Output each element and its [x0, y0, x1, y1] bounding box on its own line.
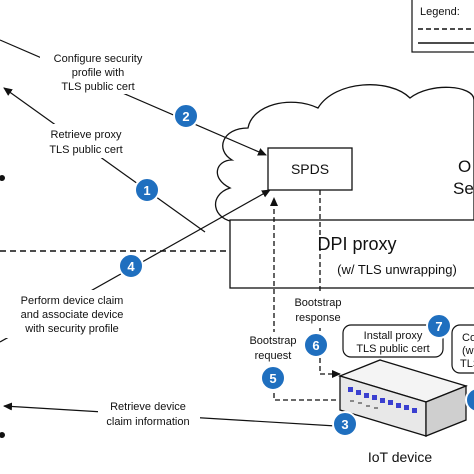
left-edge-dot: [0, 175, 5, 181]
legend: Legend:: [411, 0, 474, 53]
label-retrieve-device-claim-line2: claim information: [106, 416, 189, 428]
spds-box: [267, 147, 353, 191]
badge-1: 1: [134, 177, 160, 203]
label-bootstrap-request: Bootstrap request: [244, 332, 302, 366]
label-retrieve-device-claim-line1: Retrieve device: [110, 401, 186, 413]
right-cut-box-line2: (w: [462, 345, 474, 357]
install-proxy-line1: Install proxy: [364, 330, 423, 342]
dpi-proxy-box: [229, 219, 474, 289]
label-retrieve-proxy-line2: TLS public cert: [49, 144, 122, 156]
dpi-proxy-title: DPI proxy: [317, 234, 396, 254]
badge-4: 4: [118, 253, 144, 279]
cloud-label-line1: O: [458, 157, 471, 176]
badge-5-number: 5: [269, 371, 276, 386]
install-proxy-box: [342, 324, 444, 358]
label-bootstrap-response-line1: Bootstrap: [294, 297, 341, 309]
badge-6-number: 6: [312, 338, 319, 353]
spds-label: SPDS: [291, 161, 329, 177]
badge-7: 7: [426, 313, 452, 339]
label-configure-security-line2: profile with: [72, 67, 125, 79]
label-retrieve-proxy-line1: Retrieve proxy: [51, 129, 122, 141]
cloud-label-line2: Ser: [453, 179, 474, 198]
badge-5: 5: [260, 365, 286, 391]
left-edge-dot-2: [0, 432, 5, 438]
arrow-retrieve-proxy-cert: [3, 87, 206, 233]
badge-partial-right: [465, 387, 474, 413]
badge-4-number: 4: [127, 259, 135, 274]
label-configure-security-line1: Configure security: [54, 53, 143, 65]
arrow-bootstrap-request: [270, 197, 336, 401]
label-bootstrap-request-line2: request: [255, 350, 292, 362]
badge-3-number: 3: [341, 417, 348, 432]
label-perform-device-claim-line1: Perform device claim: [21, 295, 124, 307]
right-cut-box-line3: TLS: [460, 358, 474, 370]
label-retrieve-device-claim: Retrieve device claim information: [98, 398, 200, 432]
badge-3: 3: [332, 411, 358, 437]
badge-2-number: 2: [182, 109, 189, 124]
label-bootstrap-request-line1: Bootstrap: [249, 335, 296, 347]
label-bootstrap-response: Bootstrap response: [290, 294, 346, 328]
label-perform-device-claim-line2: and associate device: [21, 309, 124, 321]
arrow-bootstrap-response: [319, 190, 341, 378]
label-retrieve-proxy: Retrieve proxy TLS public cert: [30, 124, 140, 158]
install-proxy-line2: TLS public cert: [356, 343, 429, 355]
right-cut-box: [451, 324, 474, 374]
right-cut-box-line1: Co: [462, 332, 474, 344]
badge-1-number: 1: [143, 183, 150, 198]
dpi-proxy-subtitle: (w/ TLS unwrapping): [337, 262, 457, 277]
iot-device-label: IoT device: [368, 449, 433, 465]
label-configure-security: Configure security profile with TLS publ…: [40, 48, 160, 94]
label-bootstrap-response-line2: response: [295, 312, 340, 324]
label-perform-device-claim-line3: with security profile: [24, 323, 119, 335]
badge-6: 6: [303, 332, 329, 358]
iot-device-icon: [338, 359, 468, 437]
legend-title: Legend:: [420, 6, 460, 18]
label-perform-device-claim: Perform device claim and associate devic…: [0, 290, 144, 338]
badge-7-number: 7: [435, 319, 442, 334]
badge-2: 2: [173, 103, 199, 129]
label-configure-security-line3: TLS public cert: [61, 81, 134, 93]
